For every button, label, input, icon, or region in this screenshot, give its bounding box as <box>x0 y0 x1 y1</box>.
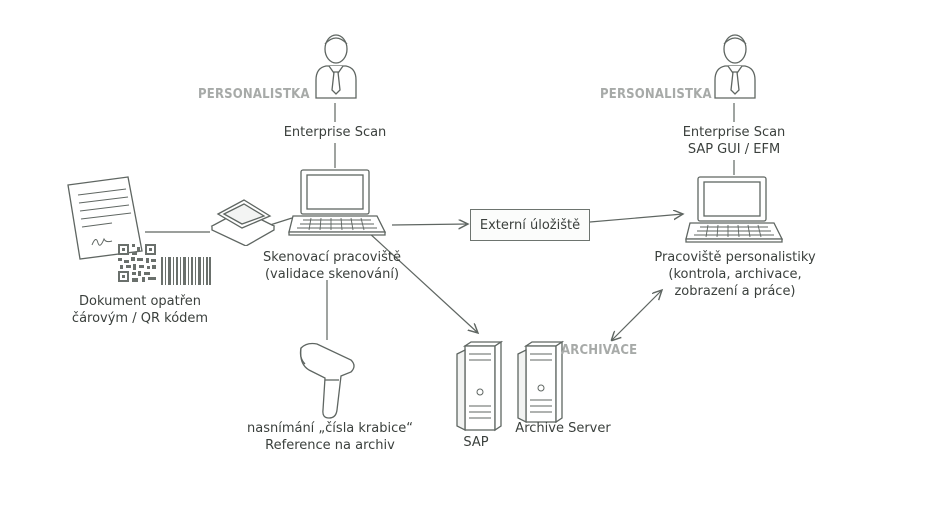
external-storage-label: Externí úložiště <box>479 217 581 233</box>
line-storage-to-hr <box>589 214 683 223</box>
barcode-scanner-icon <box>299 342 355 419</box>
person-icon-left <box>315 34 357 99</box>
line-scanner-to-laptop <box>269 217 293 226</box>
line-laptop-to-sap <box>367 231 478 333</box>
scanner-icon <box>210 199 276 246</box>
barcode-scan-label-2: Reference na archiv <box>265 438 395 453</box>
role-label-archive: ARCHIVACE <box>561 343 638 358</box>
sap-label: SAP <box>463 435 489 450</box>
scan-station-label-1: Skenovací pracoviště <box>263 250 401 265</box>
archive-server-label: Archive Server <box>515 421 611 436</box>
external-storage-box: Externí úložiště <box>470 209 590 241</box>
line-laptop-to-storage <box>391 224 468 225</box>
archive-server-icon <box>517 340 564 424</box>
scan-station-label-2: (validace skenování) <box>264 267 400 282</box>
barcode-icon <box>161 257 211 285</box>
laptop-icon-scan-station <box>288 169 387 236</box>
role-label-left: PERSONALISTKA <box>198 87 310 102</box>
document-icon <box>67 176 143 260</box>
hr-station-label-1: Pracoviště personalistiky <box>654 250 816 265</box>
app-label-right-2: SAP GUI / EFM <box>687 142 781 157</box>
hr-station-label-3: zobrazení a práce) <box>674 284 796 299</box>
line-hr-archive-bidirectional <box>612 290 662 340</box>
barcode-scan-label-1: nasnímání „čísla krabice“ <box>246 421 413 436</box>
laptop-icon-hr-station <box>685 176 784 243</box>
qr-code-icon <box>118 244 156 282</box>
sap-server-icon <box>456 340 503 432</box>
app-label-left: Enterprise Scan <box>283 125 387 140</box>
person-icon-right <box>714 34 756 99</box>
hr-station-label-2: (kontrola, archivace, <box>668 267 802 282</box>
document-label-1: Dokument opatřen <box>78 294 202 309</box>
document-label-2: čárovým / QR kódem <box>71 311 209 326</box>
app-label-right-1: Enterprise Scan <box>682 125 786 140</box>
role-label-right: PERSONALISTKA <box>600 87 712 102</box>
